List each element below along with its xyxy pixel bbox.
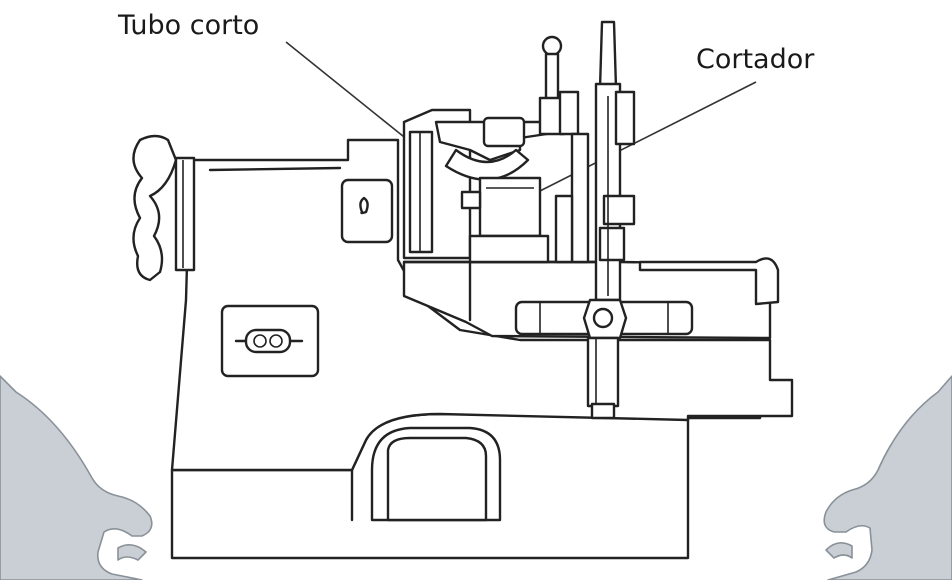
machine-body — [132, 20, 794, 560]
right-arm — [823, 375, 952, 580]
leader-cutter — [529, 81, 757, 197]
label-cutter: Cortador — [696, 44, 815, 75]
label-short-tube: Tubo corto — [117, 10, 259, 41]
left-arm — [0, 375, 153, 580]
